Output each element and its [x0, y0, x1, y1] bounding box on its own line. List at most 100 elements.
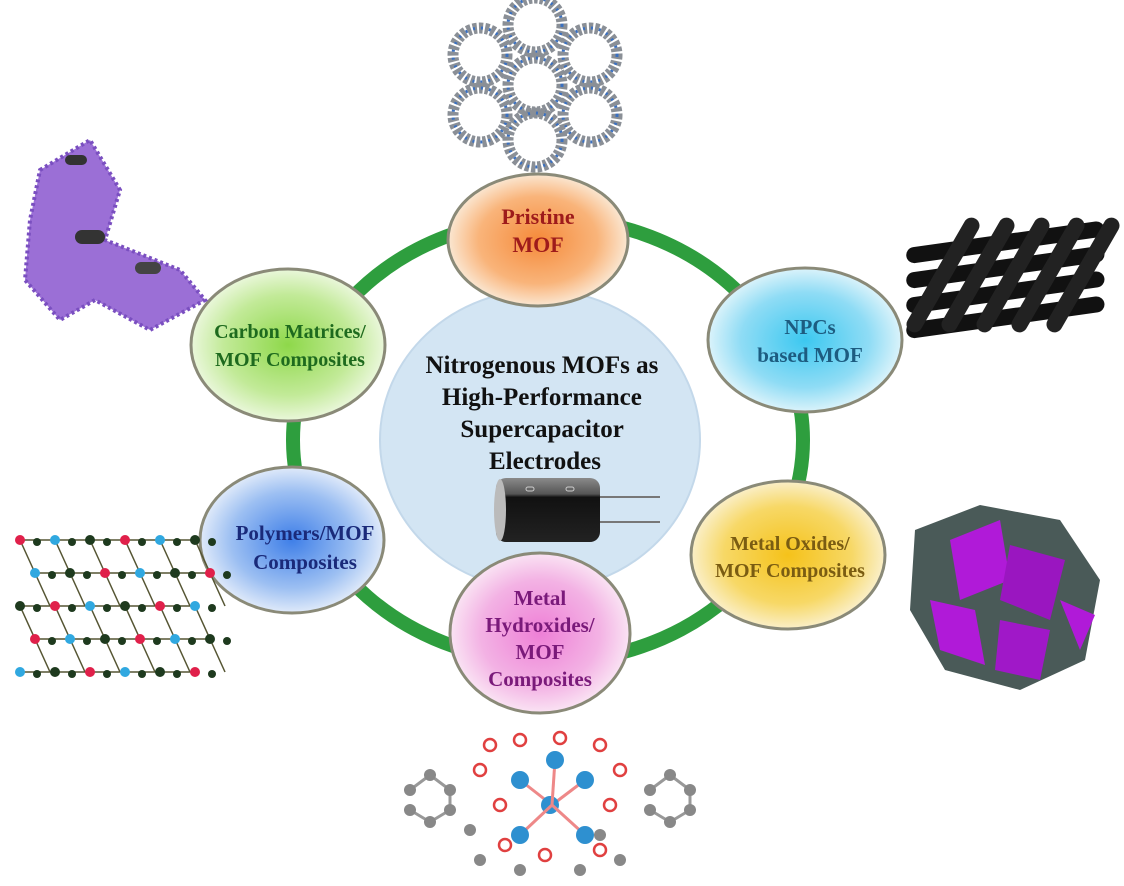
svg-text:Nitrogenous MOFs as High: Nitrogenous MOFs as High-Performance Sup…	[425, 352, 664, 475]
atom	[155, 535, 165, 545]
black-woven-carbon-image	[906, 217, 1120, 339]
carbon-atom	[464, 824, 476, 836]
atom	[68, 538, 76, 546]
bond	[139, 572, 156, 607]
bond	[124, 605, 141, 640]
pore-ring-atoms	[561, 86, 619, 144]
bond	[34, 572, 51, 607]
bond	[174, 638, 191, 673]
metal-atom	[576, 826, 594, 844]
carbon-atom	[424, 769, 436, 781]
atom	[15, 667, 25, 677]
node-label-line: MOF	[512, 232, 563, 257]
atom	[208, 670, 216, 678]
atom	[155, 601, 165, 611]
atom	[120, 601, 130, 611]
atom	[170, 634, 180, 644]
node-label-line: Composites	[253, 550, 357, 574]
carbon-atom	[594, 829, 606, 841]
atom	[65, 634, 75, 644]
oxygen-atom	[492, 797, 508, 813]
pore-ring-atoms	[506, 56, 564, 114]
atom	[85, 535, 95, 545]
atom	[223, 571, 231, 579]
oxygen-atom	[472, 762, 488, 778]
carbon-atom	[614, 854, 626, 866]
oxygen-atom	[592, 737, 608, 753]
atom	[33, 538, 41, 546]
bond	[34, 638, 51, 673]
atom	[173, 538, 181, 546]
svg-text:Metal Oxides/MOF Composites: Metal Oxides/MOF Composites	[715, 533, 865, 582]
carbon-atom	[424, 816, 436, 828]
atom	[120, 535, 130, 545]
bond	[124, 539, 141, 574]
oxygen-atom	[552, 730, 568, 746]
node-label-line: Polymers/MOF	[236, 521, 375, 545]
pore-ring-atoms	[451, 86, 509, 144]
purple-mof-crystal-image	[22, 137, 209, 333]
bond	[89, 605, 106, 640]
atom	[170, 568, 180, 578]
atom	[118, 637, 126, 645]
green-network-polymer-image	[15, 535, 231, 678]
carbon-atom	[404, 784, 416, 796]
atom	[205, 634, 215, 644]
node-label-line: Composites	[488, 667, 592, 691]
fiber	[976, 217, 1050, 333]
pore-ring-atoms	[506, 111, 564, 169]
atom	[173, 604, 181, 612]
bond	[54, 605, 71, 640]
honeycomb-mof-structure-image	[447, 0, 623, 173]
bond	[159, 539, 176, 574]
atom	[48, 637, 56, 645]
bond	[139, 638, 156, 673]
carbon-atom	[444, 804, 456, 816]
bond	[69, 572, 86, 607]
metal-atom	[511, 771, 529, 789]
atom	[15, 601, 25, 611]
fiber	[1046, 217, 1120, 333]
center-title-line: Nitrogenous MOFs as	[425, 352, 658, 379]
atom	[118, 571, 126, 579]
bond	[19, 539, 36, 574]
node-label-line: Metal	[514, 586, 567, 610]
atom	[15, 535, 25, 545]
node-label-line: Hydroxides/	[485, 613, 595, 637]
bond	[69, 638, 86, 673]
carbon-atom	[664, 769, 676, 781]
capacitor-icon	[494, 478, 660, 542]
atom	[173, 670, 181, 678]
atom	[155, 667, 165, 677]
carbon-atom	[684, 784, 696, 796]
atom	[100, 634, 110, 644]
node-label-line: NPCs	[784, 315, 835, 339]
atom	[138, 538, 146, 546]
atom	[223, 637, 231, 645]
center-title-line: High-Performance	[442, 384, 642, 411]
atom	[190, 535, 200, 545]
oxygen-atom	[592, 842, 608, 858]
bond	[104, 572, 121, 607]
node-label-line: MOF Composites	[715, 560, 865, 582]
node-label-line: based MOF	[757, 343, 863, 367]
atom	[85, 601, 95, 611]
atom	[135, 568, 145, 578]
atom	[138, 670, 146, 678]
atom	[103, 538, 111, 546]
atom	[83, 637, 91, 645]
atom	[138, 604, 146, 612]
node-label-line: Metal Oxides/	[730, 533, 850, 555]
center-title-line: Electrodes	[489, 448, 601, 475]
atom	[205, 568, 215, 578]
atom	[68, 604, 76, 612]
atom	[85, 667, 95, 677]
carbon-atom	[684, 804, 696, 816]
node-polymers-mof: Polymers/MOF Composites	[198, 465, 386, 615]
carbon-atom	[514, 864, 526, 876]
